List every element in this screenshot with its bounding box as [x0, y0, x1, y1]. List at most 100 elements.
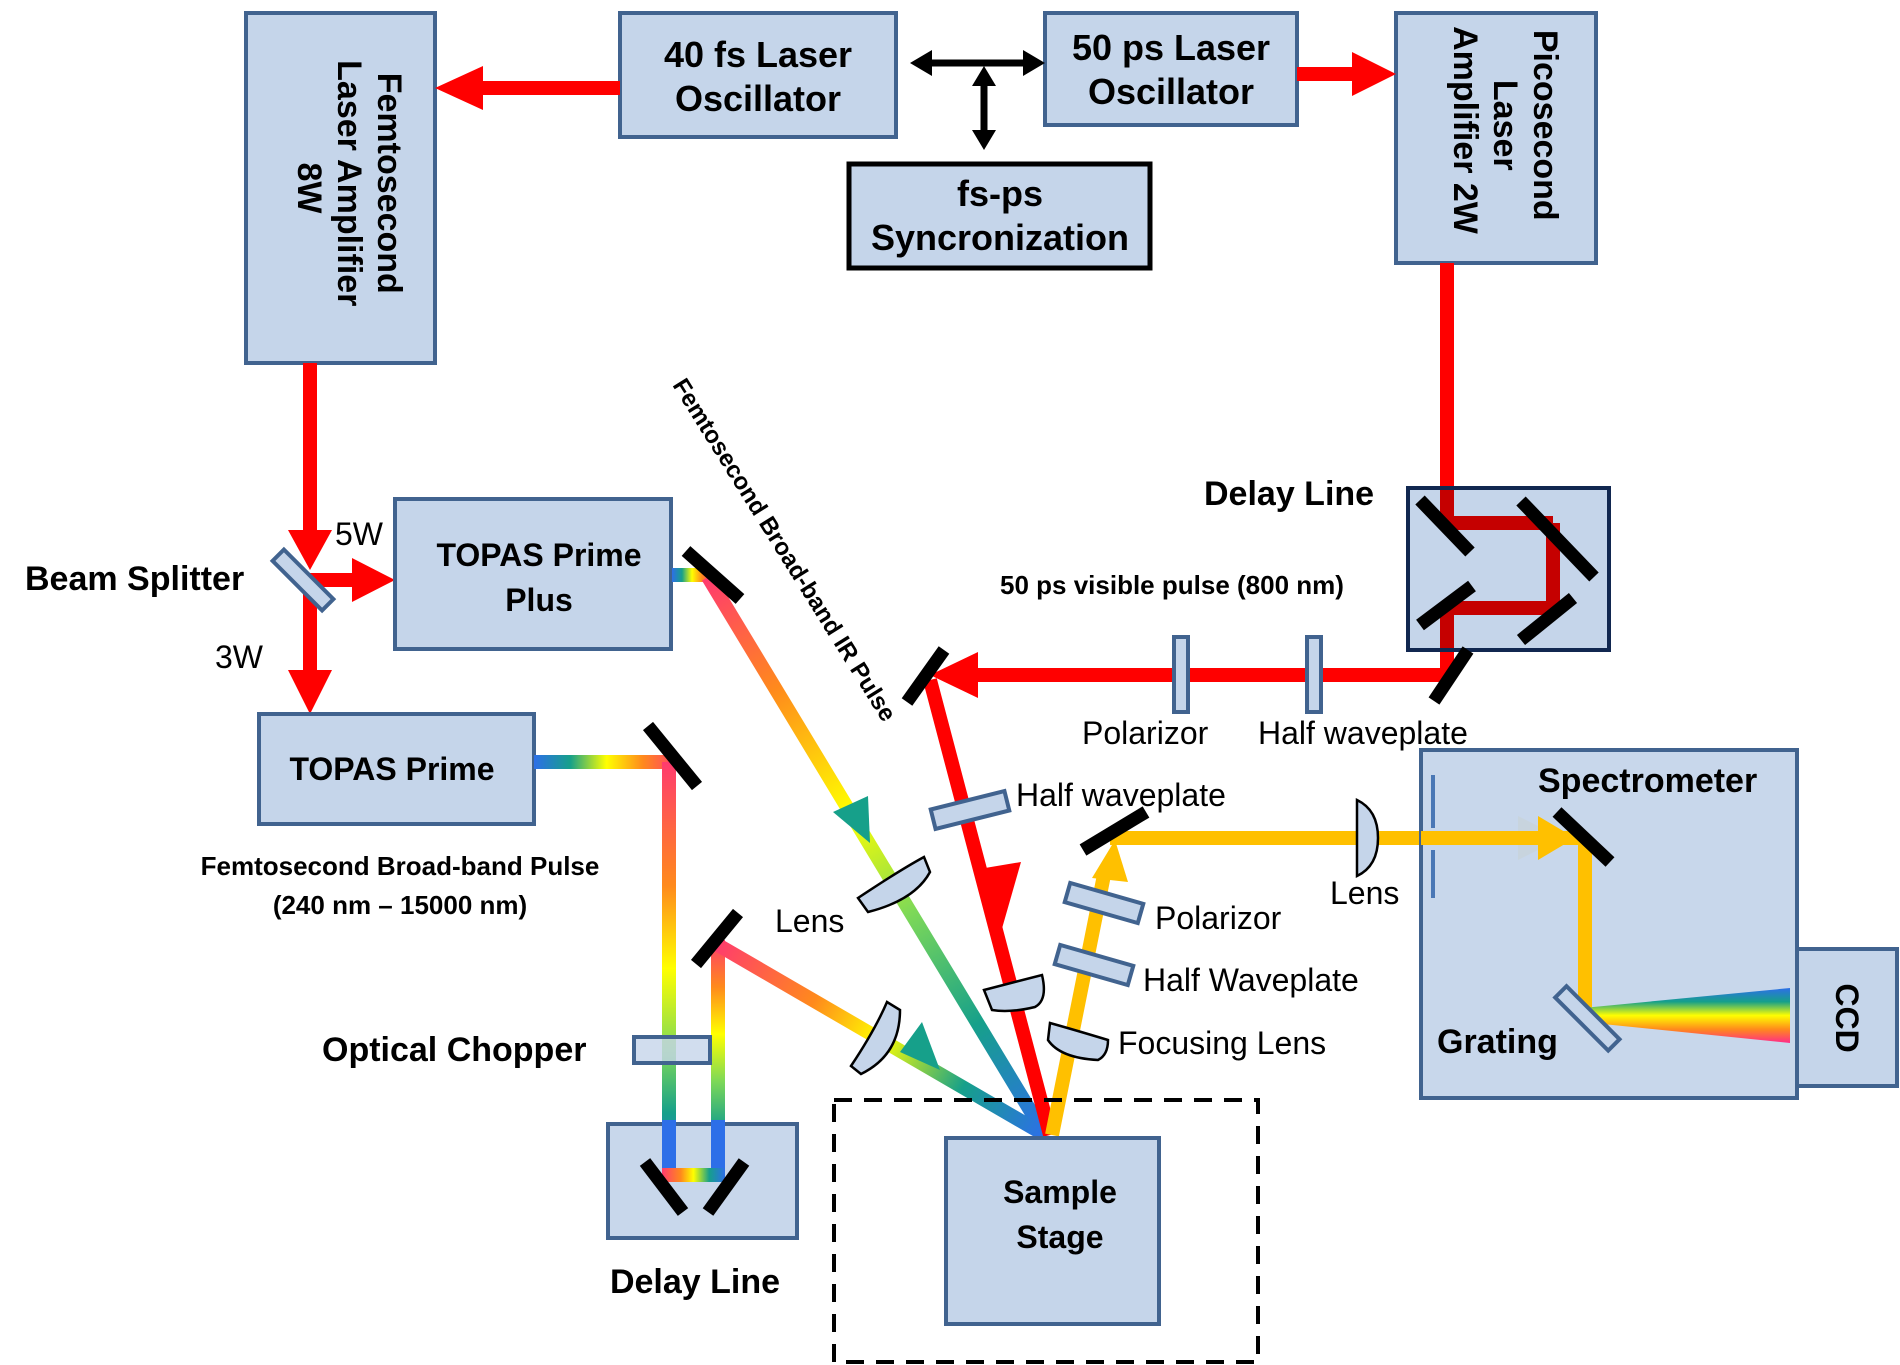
broadband-pulse-label-line2: (240 nm – 15000 nm)	[273, 890, 527, 920]
sync-line2: Syncronization	[871, 217, 1129, 258]
sample-line1: Sample	[1003, 1174, 1117, 1210]
spectrometer-arrowhead	[1538, 816, 1575, 860]
polarizer-signal	[1062, 880, 1146, 926]
signal-arrowhead-up	[1092, 840, 1128, 882]
lens-ir	[856, 855, 932, 914]
visible-pulse-label: 50 ps visible pulse (800 nm)	[1000, 570, 1344, 600]
fs-amp-output-beam	[288, 363, 395, 714]
focusing-lens	[1046, 1021, 1110, 1062]
mirror-ps-turn	[901, 646, 950, 706]
sample-stage: Sample Stage	[944, 1136, 1161, 1326]
sync-line1: fs-ps	[957, 173, 1043, 214]
polarizor-signal-label: Polarizor	[1155, 900, 1282, 936]
broadband-arrowhead	[900, 1022, 940, 1070]
optical-chopper	[632, 1035, 712, 1065]
ccd-label: CCD	[1829, 983, 1865, 1052]
grating-label: Grating	[1437, 1023, 1558, 1061]
half-waveplate-signal-label: Half Waveplate	[1143, 962, 1359, 998]
spectrometer	[1419, 748, 1799, 1100]
ccd: CCD	[1795, 947, 1899, 1088]
half-waveplate-signal	[1052, 942, 1136, 988]
topas-plus-line2: Plus	[505, 582, 573, 618]
ps-beam-diagonal	[923, 678, 1057, 1137]
ps-amp-line2: Laser	[1486, 80, 1524, 171]
ps-arrowhead-left	[930, 652, 978, 698]
focusing-lens-label: Focusing Lens	[1118, 1025, 1326, 1061]
mirror-topas-prime	[642, 721, 703, 791]
dispersed-spectrum	[1583, 988, 1790, 1043]
polarizer-top	[1172, 635, 1190, 714]
power-5w-label: 5W	[335, 516, 384, 552]
topas-plus-line1: TOPAS Prime	[436, 537, 641, 573]
arrowhead-to-topas-prime	[288, 670, 332, 714]
spectrometer-mirror	[1552, 807, 1615, 867]
lens-upper-label: Lens	[775, 903, 844, 939]
femtosecond-amplifier: Femtosecond Laser Amplifier 8W	[244, 11, 437, 365]
sample-line2: Stage	[1016, 1219, 1103, 1255]
sample-enclosure-dashed	[832, 1098, 1260, 1364]
ps-arrowhead-down	[985, 862, 1021, 932]
lens-spectrometer-label: Lens	[1330, 875, 1399, 911]
ir-pulse-label: Femtosecond Broad-band IR Pulse	[667, 374, 901, 726]
half-waveplate-ps-label: Half waveplate	[1016, 777, 1226, 813]
svg-text:Picosecond Laser A: Picosecond Laser Amplifier 2W	[1446, 26, 1564, 235]
sync-arrows	[910, 50, 1045, 150]
polarizor-top-label: Polarizor	[1082, 715, 1209, 751]
optical-chopper-label: Optical Chopper	[322, 1031, 586, 1069]
delay-exit-mirror	[1428, 646, 1474, 705]
half-waveplate-top-label: Half waveplate	[1258, 715, 1468, 751]
ps-oscillator-line2: Oscillator	[1088, 71, 1254, 112]
delay-line-top-box	[1406, 486, 1611, 652]
delay-line-bottom-label: Delay Line	[610, 1263, 780, 1301]
lens-spectrometer	[1355, 798, 1380, 878]
ir-broadband-beam	[672, 568, 1051, 1139]
ir-beam-arrowhead	[833, 796, 870, 843]
fs-amp-line3: 8W	[290, 163, 328, 215]
mirror-topas-plus	[681, 546, 745, 604]
grating	[1552, 983, 1623, 1054]
half-waveplate-top	[1305, 635, 1323, 714]
ps-amp-line1: Picosecond	[1526, 30, 1564, 221]
svg-text:Femtosecond Laser Amplif: Femtosecond Laser Amplifier 8W	[290, 60, 408, 316]
spectrometer-label: Spectrometer	[1538, 762, 1757, 800]
beam-splitter-label: Beam Splitter	[25, 560, 244, 598]
fs-amp-line2: Laser Amplifier	[330, 60, 368, 306]
fs-ps-synchronization: fs-ps Syncronization	[846, 161, 1153, 271]
arrowhead-to-topas-plus	[352, 558, 395, 602]
mirror-delay-return	[690, 908, 744, 969]
ps-seed-beam	[1297, 52, 1396, 96]
sync-arrowhead-down	[972, 130, 996, 150]
lens-ps	[982, 973, 1046, 1013]
delay-line-bottom	[606, 1120, 799, 1240]
broadband-pulse-label-line1: Femtosecond Broad-band Pulse	[201, 851, 600, 881]
delay-line-top-label: Delay Line	[1204, 475, 1374, 513]
sync-arrowhead-up	[972, 66, 996, 86]
fs-laser-oscillator: 40 fs Laser Oscillator	[618, 11, 898, 139]
arrowhead-to-ps-amp	[1352, 52, 1396, 96]
topas-prime-plus: TOPAS Prime Plus	[393, 497, 673, 651]
topas-prime: TOPAS Prime	[257, 712, 536, 826]
sync-arrowhead-right	[1023, 50, 1045, 76]
arrowhead-down-splitter	[288, 530, 332, 570]
fs-seed-beam	[435, 66, 620, 110]
ps-laser-oscillator: 50 ps Laser Oscillator	[1043, 11, 1299, 127]
topas-prime-label: TOPAS Prime	[289, 751, 494, 787]
ps-amp-line3: Amplifier 2W	[1446, 26, 1484, 235]
lens-broadband	[849, 1000, 902, 1076]
mirror-signal	[1079, 806, 1150, 856]
fs-amp-line1: Femtosecond	[370, 73, 408, 294]
power-3w-label: 3W	[215, 639, 264, 675]
picosecond-amplifier: Picosecond Laser Amplifier 2W	[1394, 11, 1598, 265]
ir-beam-diagonal	[702, 573, 1051, 1139]
signal-beam-up	[1045, 868, 1112, 1137]
delay-mirror-left	[639, 1158, 689, 1216]
arrowhead-to-fs-amp	[435, 66, 483, 110]
sync-arrowhead-left	[910, 50, 932, 76]
delay-mirror-right	[702, 1158, 750, 1216]
half-waveplate-ps	[928, 788, 1012, 832]
fs-oscillator-line1: 40 fs Laser	[664, 34, 852, 75]
beam-splitter-plate	[269, 546, 337, 614]
fs-oscillator-line2: Oscillator	[675, 78, 841, 119]
ps-oscillator-line1: 50 ps Laser	[1072, 27, 1270, 68]
